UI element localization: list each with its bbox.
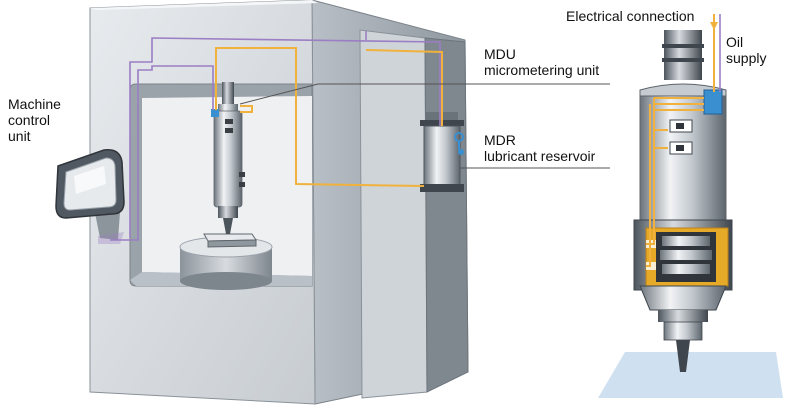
machine-enclosure [55, 0, 469, 405]
machine-right-pillar-side [424, 37, 469, 393]
leader-mdu [239, 83, 610, 105]
work-table [179, 233, 273, 290]
detail-cutaway [645, 227, 729, 287]
leader-lines [239, 83, 610, 169]
label-oil-supply: Oil supply [726, 34, 767, 66]
label-machine-control-unit: Machine control unit [8, 96, 61, 144]
electric-lines [110, 31, 441, 241]
label-electrical-connection: Electrical connection [566, 8, 695, 24]
machine-spindle [211, 82, 245, 234]
detail-floor [598, 352, 783, 398]
detail-spindle [598, 14, 783, 398]
machine-right-pillar [359, 29, 428, 399]
label-mdr: MDR lubricant reservoir [484, 132, 596, 164]
oil-lines [215, 47, 443, 187]
machine-top-edge [90, 0, 318, 10]
label-mdu: MDU micrometering unit [484, 46, 600, 78]
machine-control-unit [55, 149, 125, 244]
